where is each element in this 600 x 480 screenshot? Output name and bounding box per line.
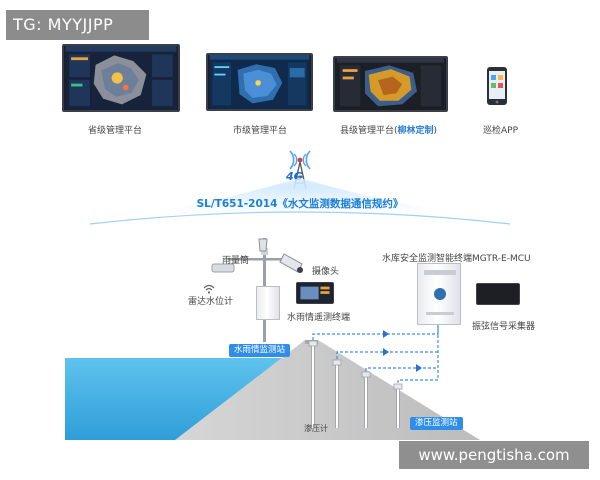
label-vibrating-collector: 振弦信号采集器: [472, 322, 536, 332]
watermark-bottom: www.pengtisha.com: [399, 441, 589, 469]
platform-label-county-suffix: ): [433, 126, 438, 136]
label-radar-level: 雷达水位计: [188, 297, 234, 307]
platform-label-county-text: 县级管理平台(: [340, 126, 398, 136]
city-platform-screen: [206, 53, 313, 111]
rtu-display: [296, 282, 334, 304]
communication-beam: [80, 178, 520, 225]
platform-label-app: 巡检APP: [483, 126, 519, 136]
station-tag-rain: 水雨情监测站: [229, 344, 291, 357]
smartphone-icon: [487, 67, 507, 105]
rtu-cabinet: [256, 286, 280, 320]
mcu-cabinet: [417, 263, 461, 325]
label-rain-gauge: 雨量筒: [222, 256, 250, 266]
label-mcu-terminal: 水库安全监测智能终端MGTR-E-MCU: [382, 254, 531, 264]
label-rtu: 水雨情遥测终端: [287, 313, 351, 323]
dashboard-map-icon: [337, 58, 444, 110]
vibrating-collector-device: [476, 283, 520, 305]
platform-label-city: 市级管理平台: [233, 126, 288, 136]
county-platform-screen: [333, 56, 448, 112]
platform-label-county-highlight: 柳林定制: [397, 126, 434, 136]
dashboard-map-icon: [65, 46, 177, 110]
label-piezometer: 渗压计: [304, 424, 328, 433]
protocol-title: SL/T651-2014《水文监测数据通信规约》: [196, 198, 404, 210]
dam-body: [175, 340, 480, 440]
platform-label-county: 县级管理平台(柳林定制): [340, 123, 437, 136]
watermark-top: TG: MYYJJPP: [6, 10, 149, 40]
label-camera: 摄像头: [312, 267, 340, 277]
rain-gauge-icon: [258, 238, 268, 252]
station-tag-seepage: 渗压监测站: [410, 417, 463, 430]
provincial-platform-screen: [62, 44, 180, 112]
wifi-signal-icon: [203, 284, 215, 294]
signal-tower-icon: [289, 150, 311, 190]
platform-label-provincial: 省级管理平台: [88, 126, 143, 136]
dashboard-map-icon: [209, 55, 310, 109]
